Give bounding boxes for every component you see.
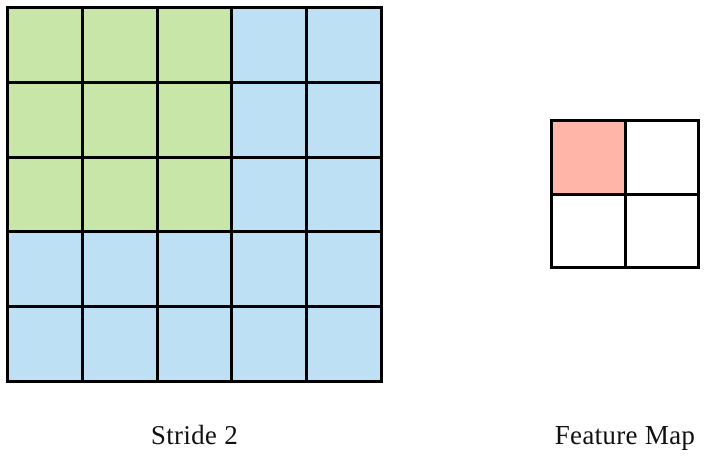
grid-cell bbox=[9, 9, 81, 81]
grid-cell bbox=[158, 308, 231, 380]
input-feature-grid bbox=[6, 6, 383, 383]
grid-cell bbox=[83, 83, 156, 156]
grid-cell bbox=[626, 195, 697, 266]
grid-cell bbox=[233, 308, 306, 380]
grid-cell bbox=[83, 308, 156, 380]
grid-cell bbox=[158, 83, 231, 156]
output-grid-caption: Feature Map bbox=[554, 420, 696, 450]
grid-cell bbox=[9, 158, 81, 231]
grid-cell bbox=[83, 9, 156, 81]
grid-cell bbox=[83, 158, 156, 231]
grid-cell bbox=[308, 83, 380, 156]
grid-cell bbox=[9, 308, 81, 380]
input-grid-caption: Stride 2 bbox=[150, 420, 239, 450]
grid-cell bbox=[308, 9, 380, 81]
grid-cell bbox=[233, 9, 306, 81]
grid-cell bbox=[233, 83, 306, 156]
grid-cell bbox=[308, 233, 380, 306]
grid-cell bbox=[233, 233, 306, 306]
grid-cell bbox=[553, 195, 624, 266]
grid-cell bbox=[233, 158, 306, 231]
output-feature-grid bbox=[550, 119, 700, 269]
grid-cell bbox=[553, 122, 624, 193]
grid-cell bbox=[158, 233, 231, 306]
grid-cell bbox=[9, 83, 81, 156]
grid-cell bbox=[308, 308, 380, 380]
grid-cell bbox=[308, 158, 380, 231]
grid-cell bbox=[9, 233, 81, 306]
grid-cell bbox=[158, 158, 231, 231]
grid-cell bbox=[83, 233, 156, 306]
grid-cell bbox=[626, 122, 697, 193]
grid-cell bbox=[158, 9, 231, 81]
